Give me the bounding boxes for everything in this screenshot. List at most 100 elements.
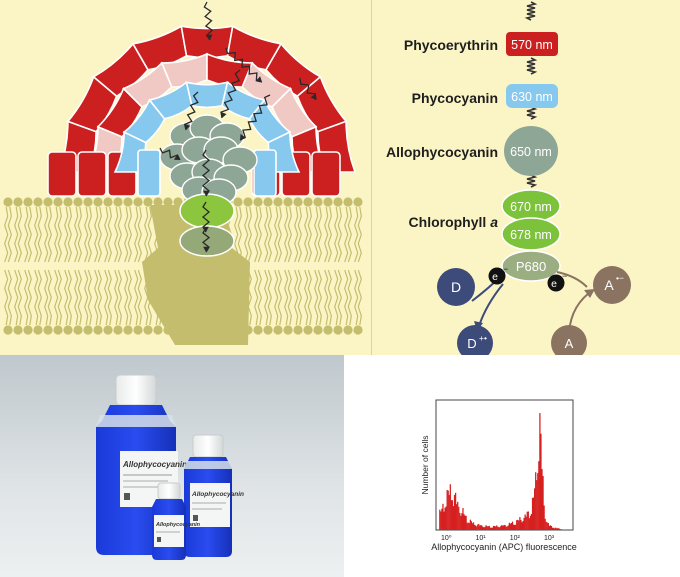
apc-fluorescence-histogram: Number of cells Allophycocyanin (APC) fl… — [420, 399, 577, 552]
histogram-bar — [526, 511, 528, 530]
electron-donor-charge: − — [503, 264, 508, 274]
histogram-bar — [551, 527, 554, 530]
histogram-bar — [546, 522, 548, 530]
electron-acceptor-symbol: e — [551, 278, 557, 290]
histogram-bar — [509, 523, 512, 530]
histogram-panel: Number of cells Allophycocyanin (APC) fl… — [344, 355, 680, 577]
histogram-bar — [488, 525, 490, 530]
panel-background — [371, 0, 680, 355]
histogram-bar — [468, 523, 470, 530]
transfer-arrow-3 — [526, 174, 538, 188]
energy-chain-diagram: Phycoerythrin 570 nm Phycocyanin 630 nm … — [371, 0, 680, 355]
reduced-acceptor-circle — [593, 266, 631, 304]
histogram-bar — [542, 475, 544, 530]
histogram-bar — [536, 480, 538, 530]
histogram-bar — [524, 514, 526, 530]
product-photo-panel: Allophycocyanin Allophycocyanin Allophyc… — [0, 355, 344, 577]
histogram-bar — [464, 515, 466, 530]
product-photo: Allophycocyanin Allophycocyanin Allophyc… — [0, 355, 344, 577]
x-tick-label-2: 10² — [510, 535, 521, 542]
acceptor-label: A — [565, 336, 574, 351]
phycoerythrin-label: Phycoerythrin — [404, 37, 498, 53]
histogram-bar — [461, 513, 463, 530]
histogram-bar — [558, 528, 560, 530]
histogram-bar — [465, 515, 467, 530]
histogram-bar — [474, 525, 477, 530]
x-tick-label-0: 10⁰ — [441, 534, 452, 542]
histogram-bar — [511, 521, 514, 530]
histogram-bar — [489, 527, 491, 530]
histogram-bar — [513, 524, 516, 530]
phycoerythrin-wavelength: 570 nm — [511, 38, 553, 52]
histogram-bar — [549, 525, 552, 530]
histogram-bar — [538, 461, 540, 530]
histogram-bar — [453, 494, 456, 530]
histogram-bar — [467, 522, 469, 530]
small-bottle-label — [154, 515, 184, 547]
histogram-bar — [510, 522, 513, 530]
electron-acceptor-charge: − — [562, 271, 567, 281]
histogram-bar — [444, 507, 446, 530]
histogram-bar — [457, 501, 459, 530]
histogram-bar — [456, 504, 458, 530]
chlorophyll-wavelength-2: 678 nm — [510, 228, 552, 242]
histogram-bar — [508, 522, 510, 530]
histogram-bar — [484, 526, 486, 530]
x-tick-label-1: 10¹ — [475, 535, 486, 542]
histogram-bar — [562, 529, 564, 530]
chlorophyll-wavelength-1: 670 nm — [510, 200, 552, 214]
acceptor-circle — [551, 325, 587, 355]
histogram-bar — [441, 508, 443, 530]
histogram-bar — [449, 484, 451, 530]
phycobilisome-diagram — [0, 0, 371, 355]
histogram-bar — [473, 524, 476, 530]
oxidized-donor-label: D — [467, 336, 476, 351]
allophycocyanin-wavelength: 650 nm — [510, 145, 552, 159]
histogram-bar — [460, 515, 462, 530]
electron-donor-symbol: e — [492, 271, 498, 283]
histogram-bars — [439, 413, 566, 530]
histogram-bar — [506, 526, 508, 530]
histogram-bar — [463, 514, 465, 530]
histogram-bar — [517, 519, 519, 530]
histogram-bar — [521, 522, 523, 530]
histogram-bar — [469, 519, 471, 530]
histogram-bar — [525, 516, 527, 530]
histogram-bar — [561, 529, 563, 530]
histogram-bar — [495, 526, 497, 530]
histogram-bar — [530, 513, 533, 530]
transfer-arrow-2 — [526, 106, 538, 120]
histogram-bar — [552, 527, 555, 530]
x-axis-label: Allophycocyanin (APC) fluorescence — [431, 542, 577, 552]
histogram-bar — [532, 497, 535, 530]
histogram-bar — [541, 469, 543, 530]
histogram-bar — [452, 506, 455, 530]
electron-acceptor-circle — [547, 274, 565, 292]
energy-chain-panel: Phycoerythrin 570 nm Phycocyanin 630 nm … — [371, 0, 680, 355]
acceptor-arrowhead — [584, 289, 595, 298]
histogram-bar — [560, 529, 562, 530]
histogram-bar — [523, 517, 525, 530]
histogram-bar — [480, 524, 482, 530]
phycoerythrin-layer — [47, 24, 357, 197]
histogram-bar — [447, 490, 449, 530]
histogram-bar — [522, 520, 524, 530]
histogram-bar — [520, 519, 522, 530]
histogram-bar — [500, 525, 502, 530]
electron-donor-circle — [488, 267, 506, 285]
histogram-bar — [531, 497, 534, 530]
histogram-bar — [459, 512, 461, 530]
histogram-bar — [440, 511, 442, 530]
histogram-bar — [559, 529, 561, 530]
histogram-bar — [448, 494, 450, 530]
histogram-bar — [537, 473, 539, 530]
histogram-bar — [470, 521, 473, 530]
chlorophyll-678-disc — [501, 217, 561, 251]
histogram-bar — [527, 511, 529, 530]
small-bottle-label-text: Allophycocyanin — [155, 522, 201, 528]
p680-disc — [179, 225, 235, 257]
histogram-bar — [466, 522, 468, 530]
histogram-bar — [439, 509, 441, 530]
histogram-bar — [478, 523, 480, 530]
histogram-bar — [534, 488, 536, 530]
